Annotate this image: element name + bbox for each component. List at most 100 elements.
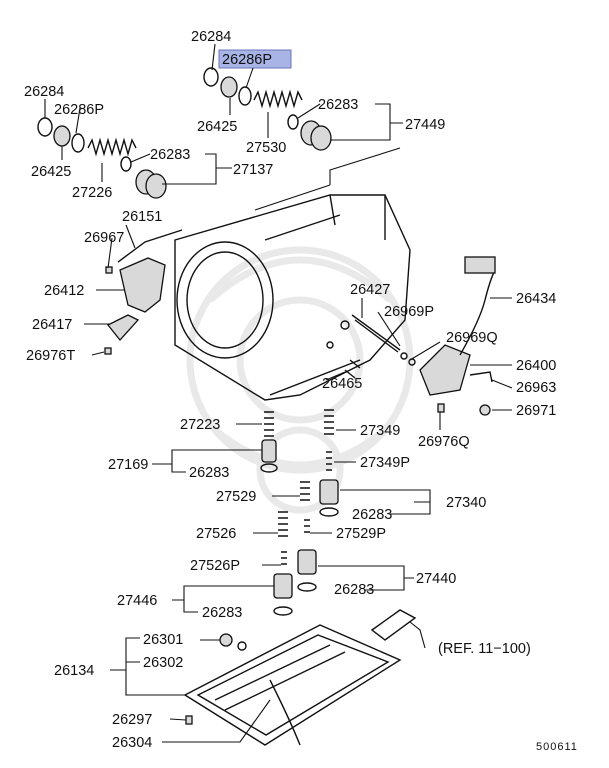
part-26971-nut[interactable] <box>479 404 491 416</box>
part-26301-plug[interactable] <box>219 633 233 647</box>
part-26286P-left[interactable] <box>71 133 85 153</box>
part-27340-piston[interactable] <box>319 479 339 505</box>
part-26425-top[interactable] <box>220 76 238 98</box>
part-27440-piston[interactable] <box>297 549 317 575</box>
part-26427-shaft[interactable] <box>351 314 401 351</box>
diagram-code: 500611 <box>536 741 578 753</box>
part-27169-piston[interactable] <box>261 439 277 463</box>
part-27529P-spring[interactable] <box>304 519 310 533</box>
lever-group <box>104 229 183 355</box>
part-26134-oil-pan[interactable] <box>183 624 402 746</box>
part-26283-d-ring[interactable] <box>273 606 293 616</box>
label-26284-top[interactable]: 26284 <box>191 29 231 45</box>
label-26134[interactable]: 26134 <box>54 663 94 679</box>
part-labels: 26284 26286P 26425 27530 26283 27449 262… <box>24 29 578 753</box>
label-26417[interactable]: 26417 <box>32 317 72 333</box>
leader-lines <box>44 43 513 743</box>
label-ref-11-100[interactable]: (REF. 11−100) <box>438 641 531 657</box>
label-26427[interactable]: 26427 <box>350 282 390 298</box>
part-26963-bracket[interactable] <box>469 371 493 383</box>
part-27526-spring[interactable] <box>278 511 288 537</box>
part-26976T-bolt[interactable] <box>104 347 112 355</box>
part-26434-harness[interactable] <box>459 269 496 356</box>
label-26283-left[interactable]: 26283 <box>150 147 190 163</box>
label-27349[interactable]: 27349 <box>360 423 400 439</box>
part-26425-left[interactable] <box>53 125 71 147</box>
part-27223-spring[interactable] <box>264 411 274 437</box>
label-26465[interactable]: 26465 <box>322 376 362 392</box>
part-26284-left-ring[interactable] <box>37 117 53 137</box>
label-26151[interactable]: 26151 <box>122 209 162 225</box>
label-26967[interactable]: 26967 <box>84 230 124 246</box>
label-26286P-left[interactable]: 26286P <box>54 102 104 118</box>
label-26425-left[interactable]: 26425 <box>31 164 71 180</box>
part-26283-b-ring[interactable] <box>319 507 339 517</box>
label-27526P[interactable]: 27526P <box>190 558 240 574</box>
label-26425-top[interactable]: 26425 <box>197 119 237 135</box>
part-27446-piston[interactable] <box>273 573 293 599</box>
part-27137-piston[interactable] <box>135 169 167 199</box>
label-27440[interactable]: 27440 <box>416 571 456 587</box>
part-26434-connector[interactable] <box>464 256 496 274</box>
part-26284-top-ring[interactable] <box>203 67 219 87</box>
part-27526P-spring[interactable] <box>281 551 287 565</box>
label-27529[interactable]: 27529 <box>216 489 256 505</box>
part-26417-bracket[interactable] <box>106 314 140 342</box>
label-26283-c[interactable]: 26283 <box>334 582 374 598</box>
switch-group <box>344 256 496 416</box>
part-27226-spring[interactable] <box>87 137 137 157</box>
label-26969P[interactable]: 26969P <box>384 304 434 320</box>
part-26412-lever[interactable] <box>119 257 166 313</box>
label-26302[interactable]: 26302 <box>143 655 183 671</box>
part-26283-a-ring[interactable] <box>260 463 278 473</box>
part-27530-spring[interactable] <box>253 89 303 109</box>
part-26465-pin[interactable] <box>344 359 361 379</box>
label-26304[interactable]: 26304 <box>112 735 152 751</box>
label-26283-top[interactable]: 26283 <box>318 97 358 113</box>
label-27226[interactable]: 27226 <box>72 185 112 201</box>
label-27446[interactable]: 27446 <box>117 593 157 609</box>
oil-pan-group <box>183 609 417 746</box>
part-26969P-ring[interactable] <box>400 352 408 360</box>
label-26434[interactable]: 26434 <box>516 291 556 307</box>
label-26971[interactable]: 26971 <box>516 403 556 419</box>
part-27449-piston[interactable] <box>300 120 332 151</box>
label-26963[interactable]: 26963 <box>516 380 556 396</box>
part-26302-gasket[interactable] <box>237 641 247 651</box>
label-27349P[interactable]: 27349P <box>360 455 410 471</box>
label-26976T[interactable]: 26976T <box>26 348 75 364</box>
part-26283-c-ring[interactable] <box>297 582 317 592</box>
ref-part-sealant[interactable] <box>370 609 417 641</box>
label-26283-b[interactable]: 26283 <box>352 507 392 523</box>
label-26976Q[interactable]: 26976Q <box>418 434 470 450</box>
label-27530[interactable]: 27530 <box>246 140 286 156</box>
label-27137[interactable]: 27137 <box>233 162 273 178</box>
label-26301[interactable]: 26301 <box>143 632 183 648</box>
part-26151-rod[interactable] <box>117 229 183 263</box>
label-27529P[interactable]: 27529P <box>336 526 386 542</box>
label-26283-a[interactable]: 26283 <box>189 465 229 481</box>
part-27529-spring[interactable] <box>300 481 310 501</box>
label-26412[interactable]: 26412 <box>44 283 84 299</box>
label-26400[interactable]: 26400 <box>516 358 556 374</box>
label-27223[interactable]: 27223 <box>180 417 220 433</box>
label-26969Q[interactable]: 26969Q <box>446 330 498 346</box>
part-26283-top-ring[interactable] <box>287 114 299 130</box>
part-26400-switch[interactable] <box>419 344 471 396</box>
label-26286P-top[interactable]: 26286P <box>222 52 272 68</box>
part-26286P-top[interactable] <box>238 86 252 106</box>
part-26283-left-ring[interactable] <box>120 156 132 172</box>
part-26967-pin[interactable] <box>105 266 113 274</box>
label-27449[interactable]: 27449 <box>405 117 445 133</box>
part-26976Q-bolt[interactable] <box>437 403 445 413</box>
label-27169[interactable]: 27169 <box>108 457 148 473</box>
part-27349P-spring[interactable] <box>326 451 332 471</box>
label-27526[interactable]: 27526 <box>196 526 236 542</box>
label-27340[interactable]: 27340 <box>446 495 486 511</box>
label-26283-d[interactable]: 26283 <box>202 605 242 621</box>
label-26284-left[interactable]: 26284 <box>24 84 64 100</box>
part-26297-bolt[interactable] <box>185 715 193 725</box>
label-26297[interactable]: 26297 <box>112 712 152 728</box>
part-27349-spring[interactable] <box>324 409 334 435</box>
